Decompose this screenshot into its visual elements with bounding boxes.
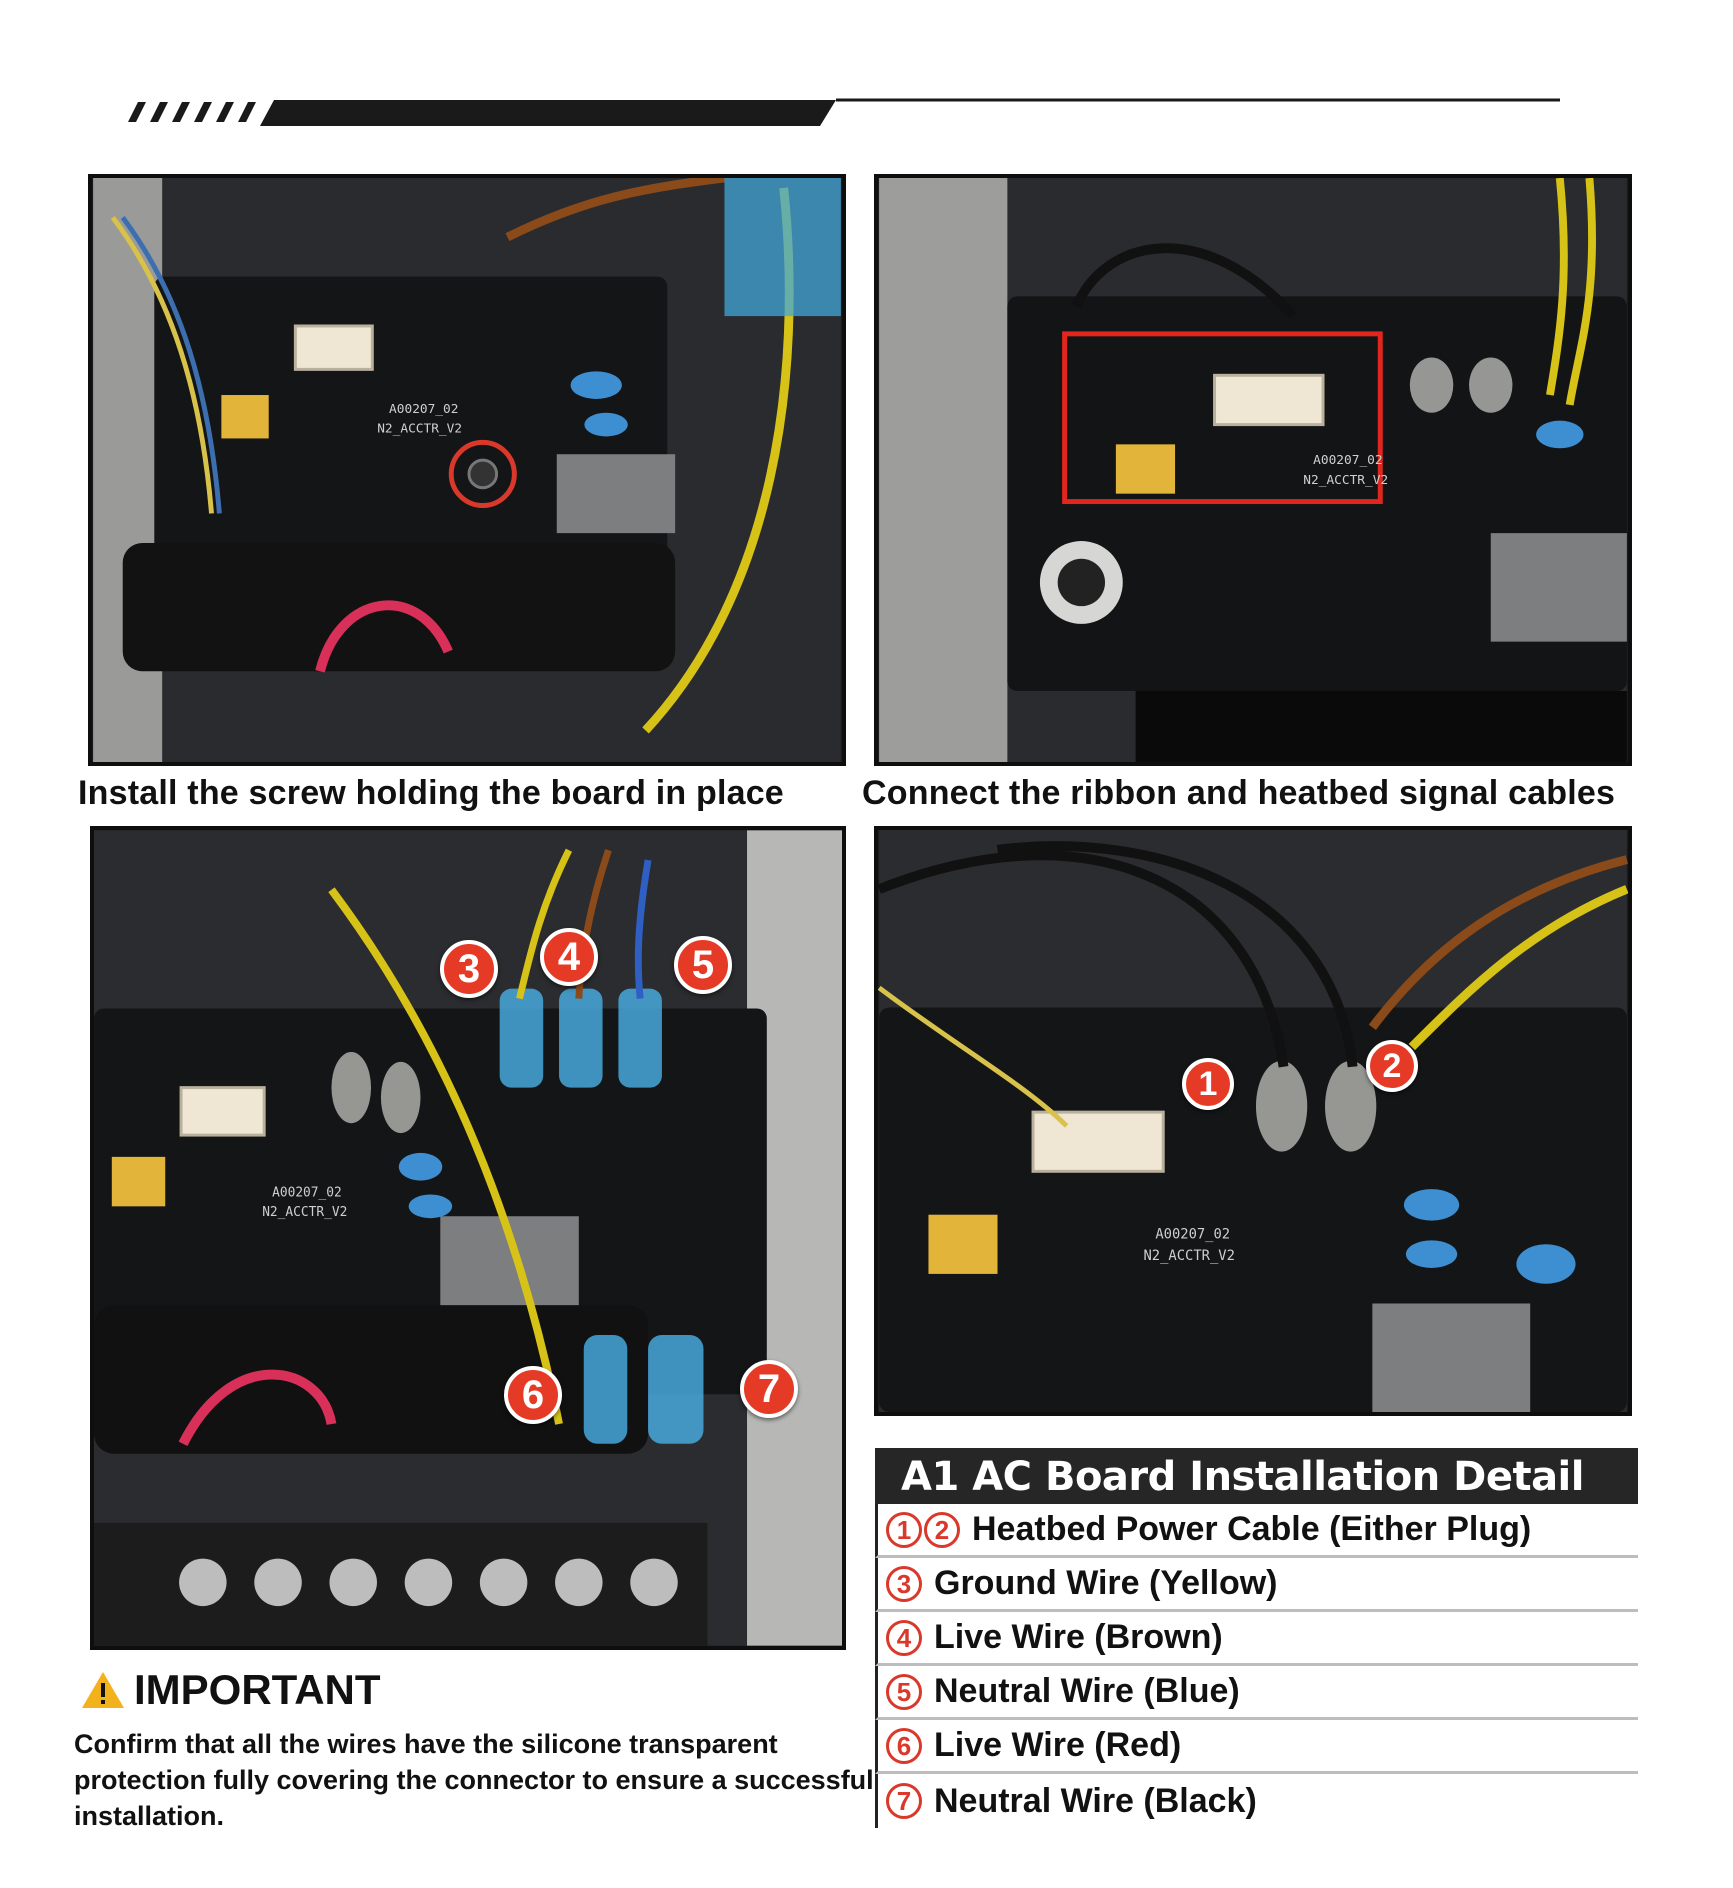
photo-install-screw: A00207_02 N2_ACCTR_V2 (88, 174, 846, 766)
legend-number: 5 (886, 1673, 922, 1710)
legend-number: 2 (924, 1511, 960, 1548)
installation-legend: A1 AC Board Installation Detail 1 2 Heat… (875, 1448, 1638, 1828)
silkscreen-part: A00207_02 (389, 402, 458, 417)
legend-number: 3 (886, 1565, 922, 1602)
photo-wire-connections: A00207_02 N2_ACCTR_V2 3 4 5 6 7 (90, 826, 846, 1650)
legend-number: 7 (886, 1783, 922, 1819)
badge-6: 6 (504, 1366, 562, 1424)
silkscreen-part: A00207_02 (1313, 453, 1382, 468)
board-photo-graphic: A00207_02 N2_ACCTR_V2 (878, 830, 1628, 1412)
legend-row: 5 Neutral Wire (Blue) (875, 1666, 1638, 1720)
legend-label: Neutral Wire (Black) (934, 1781, 1257, 1820)
silkscreen-model: N2_ACCTR_V2 (1144, 1248, 1235, 1264)
board-photo-graphic: A00207_02 N2_ACCTR_V2 (93, 178, 841, 762)
silkscreen-model: N2_ACCTR_V2 (377, 422, 462, 437)
warning-triangle-icon (82, 1672, 124, 1708)
legend-row: 4 Live Wire (Brown) (875, 1612, 1638, 1666)
legend-row: 1 2 Heatbed Power Cable (Either Plug) (875, 1504, 1638, 1558)
board-photo-graphic: A00207_02 N2_ACCTR_V2 (879, 178, 1627, 762)
important-heading: IMPORTANT (80, 1666, 381, 1714)
legend-row: 6 Live Wire (Red) (875, 1720, 1638, 1774)
silkscreen-part: A00207_02 (272, 1185, 342, 1200)
legend-label: Live Wire (Brown) (934, 1618, 1223, 1656)
silkscreen-model: N2_ACCTR_V2 (262, 1205, 347, 1220)
legend-title: A1 AC Board Installation Detail (875, 1448, 1638, 1504)
legend-label: Live Wire (Red) (934, 1726, 1182, 1764)
badge-4: 4 (540, 928, 598, 986)
photo-heatbed-power: A00207_02 N2_ACCTR_V2 1 2 (874, 826, 1632, 1416)
legend-label: Ground Wire (Yellow) (934, 1564, 1278, 1602)
badge-1: 1 (1182, 1058, 1234, 1110)
legend-number: 6 (886, 1727, 922, 1764)
legend-row: 3 Ground Wire (Yellow) (875, 1558, 1638, 1612)
caption-top-left: Install the screw holding the board in p… (78, 774, 784, 812)
badge-3: 3 (440, 940, 498, 998)
silkscreen-part: A00207_02 (1155, 1226, 1230, 1242)
photo-connect-cables: A00207_02 N2_ACCTR_V2 (874, 174, 1632, 766)
legend-label: Neutral Wire (Blue) (934, 1672, 1240, 1710)
silkscreen-model: N2_ACCTR_V2 (1303, 473, 1388, 488)
important-title: IMPORTANT (134, 1666, 381, 1713)
badge-2: 2 (1366, 1040, 1418, 1092)
header-stripe-bar (128, 98, 1560, 126)
legend-label: Heatbed Power Cable (Either Plug) (972, 1510, 1532, 1548)
badge-7: 7 (740, 1360, 798, 1418)
caption-top-right: Connect the ribbon and heatbed signal ca… (862, 774, 1616, 812)
important-body: Confirm that all the wires have the sili… (74, 1729, 874, 1831)
badge-5: 5 (674, 936, 732, 994)
legend-row: 7 Neutral Wire (Black) (875, 1774, 1638, 1828)
legend-number: 1 (886, 1511, 922, 1548)
legend-number: 4 (886, 1619, 922, 1656)
